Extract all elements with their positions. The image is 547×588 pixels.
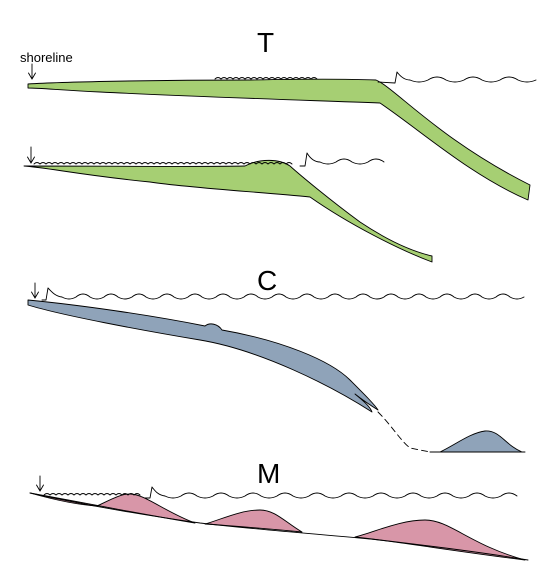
panel-m-label: M [257, 458, 280, 489]
panel-t-label: T [257, 27, 274, 58]
t-lower-sediment-wedge [23, 159, 433, 263]
m-shoreline-arrow-icon [36, 475, 44, 492]
t-upper-sediment-wedge [27, 78, 531, 201]
c-dashed-seafloor [377, 411, 431, 453]
shoreline-arrow-icon [28, 63, 36, 80]
m-sea-surface [144, 486, 518, 499]
t-upper-ripples [214, 77, 318, 80]
panel-c: C [27, 265, 526, 453]
c-sea-surface [41, 287, 525, 301]
m-mound-distal [354, 519, 526, 561]
m-seafloor [29, 492, 529, 561]
shoreline-label: shoreline [20, 50, 73, 65]
t-upper-sea-surface [377, 71, 537, 84]
m-mound-nearshore [29, 492, 196, 524]
c-shoreline-arrow-icon [31, 282, 39, 299]
m-mound-middle [204, 509, 303, 533]
panel-c-label: C [257, 265, 277, 296]
t-lower-sea-surface [299, 152, 385, 167]
c-sediment-wedge [27, 299, 379, 413]
panel-t: T shoreline [20, 27, 537, 263]
t-lower-ripples [33, 162, 293, 165]
panel-m: M [29, 458, 529, 561]
c-distal-mound [439, 430, 523, 453]
m-ripples [43, 493, 141, 496]
t-lower-shoreline-arrow-icon [27, 146, 35, 164]
